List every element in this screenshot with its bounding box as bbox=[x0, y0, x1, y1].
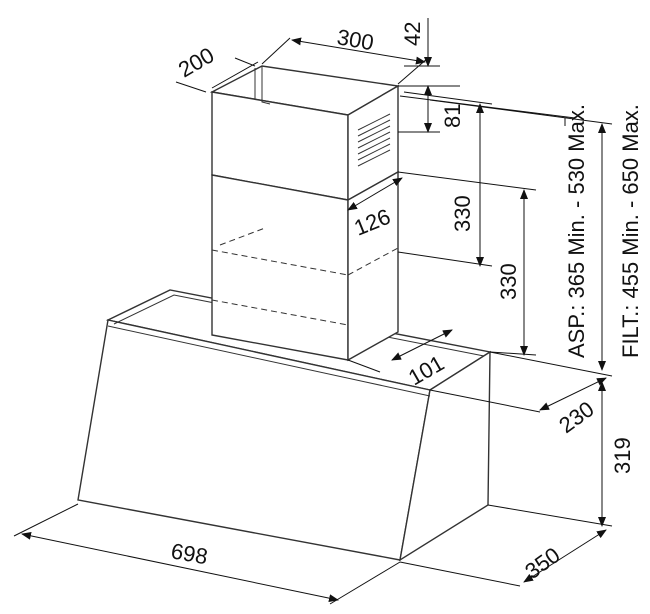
asp-range-label: ASP.: 365 Min. - 530 Max. bbox=[564, 104, 589, 358]
dim-350: 350 bbox=[520, 542, 564, 584]
dim-330-upper: 330 bbox=[450, 195, 475, 232]
dim-698: 698 bbox=[169, 538, 210, 569]
vent-grille bbox=[357, 113, 391, 167]
chimney bbox=[209, 65, 401, 362]
dim-42: 42 bbox=[400, 22, 425, 46]
dim-300: 300 bbox=[335, 24, 376, 55]
dim-319: 319 bbox=[610, 437, 635, 474]
dim-330-lower: 330 bbox=[496, 263, 521, 300]
dimension-lines bbox=[13, 18, 613, 605]
dim-200: 200 bbox=[174, 42, 218, 82]
filt-range-label: FILT.: 455 Min. - 650 Max. bbox=[618, 104, 643, 358]
dim-81: 81 bbox=[440, 104, 465, 128]
dim-230: 230 bbox=[554, 396, 598, 438]
